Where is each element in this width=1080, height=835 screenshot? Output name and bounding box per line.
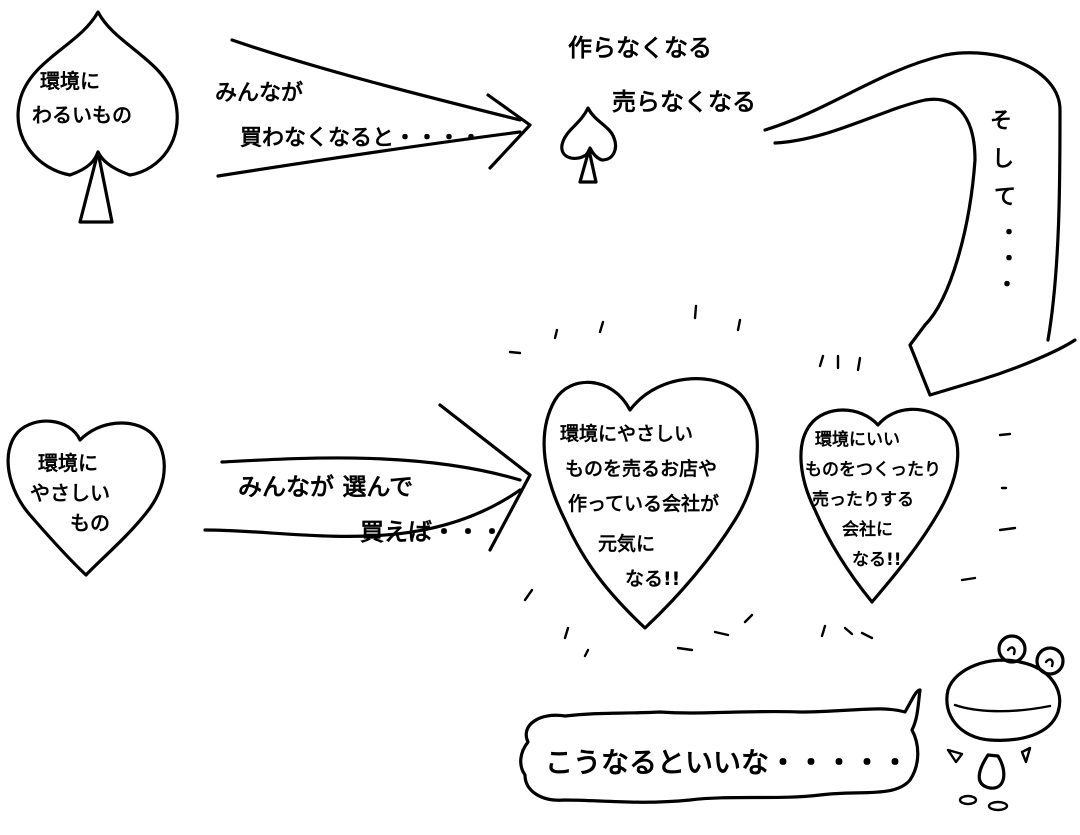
bad-leaf-label-2: わるいもの [32, 103, 132, 127]
curved-arrow-char-2: し [992, 147, 1014, 172]
big-heart-label-4: 元気に [598, 532, 655, 555]
good-heart-label-2: やさしい [30, 481, 110, 505]
right-heart-label-3: 売ったりする [812, 489, 914, 510]
top-arrow-label-1: みんなが [215, 80, 303, 106]
bottom-arrow-label-2: 買えば・・・ [360, 518, 504, 546]
bottom-arrow [203, 403, 532, 552]
right-heart-label-1: 環境にいい [815, 429, 900, 450]
big-heart-shape [542, 377, 759, 630]
result-label-2: 売らなくなる [612, 88, 756, 116]
good-heart-label-1: 環境に [38, 451, 98, 475]
curved-arrow-char-3: て [994, 185, 1016, 210]
curved-arrow-char-4: ・ [998, 221, 1020, 246]
bottom-arrow-label-1: みんなが 選んで [238, 473, 413, 501]
big-heart-label-1: 環境にやさしい [560, 422, 693, 445]
right-heart-label-5: なる!! [852, 550, 902, 570]
bad-leaf-shape [16, 10, 179, 224]
big-heart-label-3: 作っている会社が [568, 492, 719, 515]
right-heart-shape [799, 407, 960, 604]
big-heart-label-5: なる!! [625, 568, 680, 590]
curved-arrow [763, 51, 1077, 397]
speech-bubble-text: こうなるといいな・・・・・ [545, 746, 909, 779]
good-heart-label-3: もの [70, 511, 110, 535]
result-label-1: 作らなくなる [568, 34, 712, 62]
curved-arrow-char-1: そ [990, 109, 1012, 134]
good-heart-shape [6, 419, 166, 577]
right-heart-label-4: 会社に [842, 519, 893, 540]
frog-mascot-icon [945, 634, 1065, 812]
big-heart-label-2: ものを売るお店や [565, 457, 717, 480]
curved-arrow-char-5: ・ [998, 247, 1020, 272]
small-spade-shape [560, 106, 618, 184]
right-heart-label-2: ものをつくったり [805, 460, 941, 480]
top-arrow-label-2: 買わなくなると・・・・ [240, 126, 482, 151]
curved-arrow-char-6: ・ [996, 273, 1018, 298]
sparkle-marks [508, 304, 1017, 658]
bad-leaf-label-1: 環境に [40, 69, 100, 93]
top-arrow [216, 38, 532, 178]
speech-bubble [519, 688, 922, 804]
